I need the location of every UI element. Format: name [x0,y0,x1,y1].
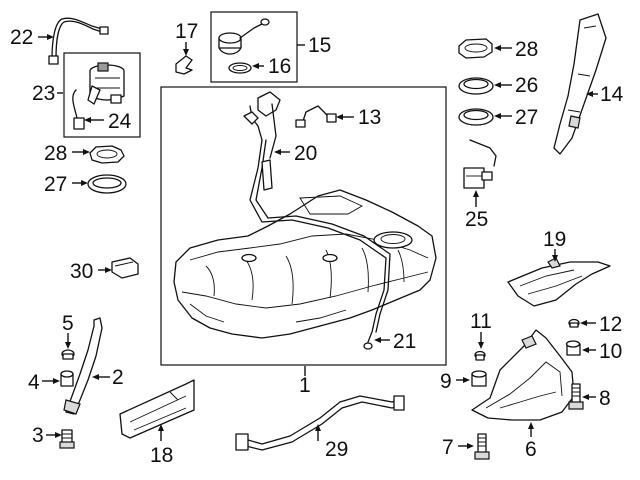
part-14-filler-cover [553,13,607,155]
part-24-pump-harness [72,89,85,130]
part-7-bolt [474,433,490,460]
callout-13: 13 [358,106,381,129]
callout-23: 23 [32,82,55,105]
part-30-bracket [111,257,139,279]
part-4-nut [60,370,74,387]
part-28-lock-ring-right [458,38,493,59]
callout-25: 25 [465,208,488,231]
callout-18: 18 [150,444,173,467]
part-16-cap-seal [228,62,252,74]
part-19-skid-plate [507,257,611,307]
part-20-filler-neck [243,91,281,191]
part-26-seal-ring [458,77,494,95]
main-assembly-box [160,86,447,366]
part-9-grommet [471,370,487,387]
callout-15: 15 [308,34,331,57]
part-27-seal-right [458,108,494,126]
callout-3: 3 [32,424,44,447]
part-12-clip [568,318,580,328]
part-22-sender-wire [48,17,109,65]
leader-arrows [38,34,598,449]
callout-10: 10 [599,340,622,363]
part-29-vent-hose [235,395,405,451]
part-10-grommet [565,340,581,356]
part-8-bolt [568,383,584,410]
part-13-vapor-line [295,105,337,128]
callout-12: 12 [599,313,622,336]
callout-5: 5 [62,312,74,335]
part-17-clip [175,55,193,75]
callout-9: 9 [440,370,452,393]
callout-8: 8 [599,387,611,410]
callout-11: 11 [470,310,492,333]
part-5-washer [61,349,75,360]
part-2-tank-strap [63,317,103,415]
part-25-level-sensor [463,139,497,189]
callout-20: 20 [294,142,317,165]
callout-labels: 22 23 24 28 27 30 17 15 16 13 20 21 1 5 … [10,20,624,467]
callout-27-right: 27 [515,106,538,129]
callout-14: 14 [600,83,624,106]
part-6-tank-shield [471,329,575,421]
part-23-fuel-pump [87,62,125,105]
callout-26: 26 [515,74,538,97]
callout-30: 30 [70,260,93,283]
pump-assembly-box [63,52,141,138]
callout-17: 17 [175,20,198,43]
filler-cap-box [210,11,298,83]
callout-1: 1 [299,374,311,397]
part-15-filler-cap [218,18,270,55]
callout-24: 24 [108,110,132,133]
part-1-fuel-tank [173,189,437,339]
callout-7: 7 [442,436,454,459]
callout-28-left: 28 [44,142,67,165]
part-18-heat-shield [119,379,195,439]
callout-28-right: 28 [515,38,538,61]
part-11-clip [474,350,486,361]
callout-19: 19 [543,228,566,251]
callout-21: 21 [393,330,416,353]
callout-22: 22 [10,26,33,49]
part-27-seal-left [87,174,127,194]
callout-6: 6 [525,438,537,461]
part-28-lock-ring-left [89,145,125,164]
callout-16: 16 [268,55,291,78]
callout-4: 4 [28,371,40,394]
callout-2: 2 [112,366,124,389]
callout-29: 29 [325,438,348,461]
callout-27-left: 27 [44,173,67,196]
part-3-bolt [59,429,75,449]
tank-fuel-lines [249,139,391,350]
